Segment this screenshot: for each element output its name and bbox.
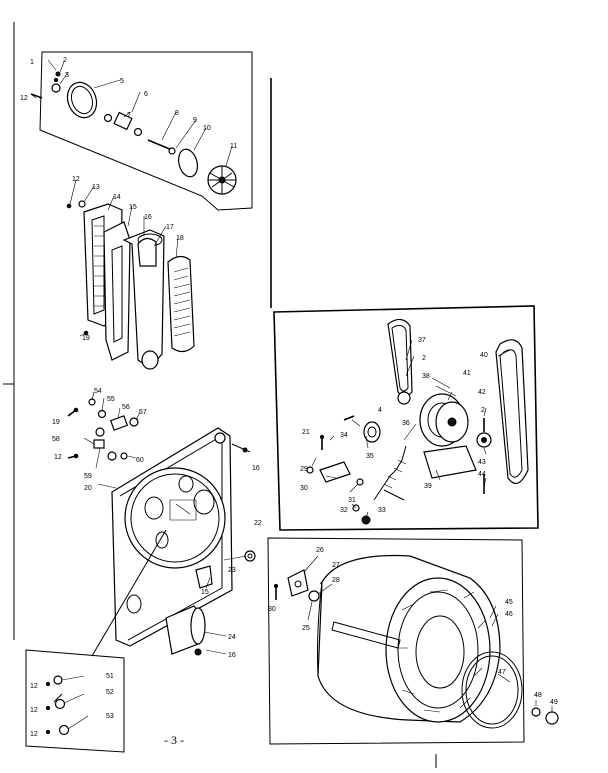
callout-20: 20 — [84, 485, 92, 492]
callout-12d: 12 — [30, 683, 38, 690]
callout-7: 7 — [127, 112, 131, 119]
callout-5: 5 — [120, 78, 124, 85]
callout-4: 4 — [378, 407, 382, 414]
callout-16c: 16 — [228, 652, 236, 659]
callout-29: 29 — [300, 466, 308, 473]
callout-24: 24 — [228, 634, 236, 641]
callout-52: 52 — [106, 689, 114, 696]
page-frame — [3, 22, 437, 768]
callout-26: 26 — [316, 547, 324, 554]
callout-46: 46 — [505, 611, 513, 618]
callout-54: 54 — [94, 388, 102, 395]
idler-pulley-part — [419, 393, 469, 447]
lint-screen-part — [167, 255, 195, 353]
callout-60: 60 — [136, 457, 144, 464]
callout-21: 21 — [302, 429, 310, 436]
lint-duct-part — [103, 221, 131, 361]
blower-assembly-group — [30, 51, 253, 211]
callout-12: 12 — [20, 95, 28, 102]
callout-35: 35 — [366, 453, 374, 460]
callout-37: 37 — [418, 337, 426, 344]
callout-19b: 19 — [52, 419, 60, 426]
belt-assembly-frame — [273, 305, 539, 531]
bulkhead-opening — [124, 467, 226, 569]
callout-30b: 30 — [268, 606, 276, 613]
callout-49: 49 — [550, 699, 558, 706]
callout-41: 41 — [463, 370, 471, 377]
callout-22: 22 — [254, 520, 262, 527]
duct-lint-screen-group — [66, 179, 195, 370]
callout-56: 56 — [122, 404, 130, 411]
callout-18: 18 — [176, 235, 184, 242]
callout-42: 42 — [478, 389, 486, 396]
callout-32: 32 — [340, 507, 348, 514]
drum-assembly-group — [267, 537, 559, 745]
impeller-disk-part — [177, 148, 199, 178]
thermostat-part — [109, 415, 129, 431]
tension-spring-part — [373, 445, 407, 501]
callout-labels: 1 2 3 5 6 7 8 9 10 11 12 12 13 14 15 16 … — [20, 57, 558, 738]
callout-51: 51 — [106, 673, 114, 680]
callout-39: 39 — [424, 483, 432, 490]
callout-17: 17 — [166, 224, 174, 231]
callout-40: 40 — [480, 352, 488, 359]
fuse-inset-frame — [25, 649, 125, 753]
callout-53: 53 — [106, 713, 114, 720]
bearing-part — [51, 83, 61, 93]
callout-45: 45 — [505, 599, 513, 606]
gasket-ring-part — [66, 81, 98, 119]
callout-43: 43 — [478, 459, 486, 466]
callout-59: 59 — [84, 473, 92, 480]
callout-15: 15 — [129, 204, 137, 211]
thermostat-cluster-group — [67, 391, 141, 469]
callout-33: 33 — [378, 507, 386, 514]
callout-12e: 12 — [30, 707, 38, 714]
callout-16: 16 — [144, 214, 152, 221]
callout-48: 48 — [534, 692, 542, 699]
callout-9: 9 — [193, 117, 197, 124]
blower-assembly-frame — [39, 51, 253, 211]
callout-34: 34 — [340, 432, 348, 439]
callout-2: 2 — [63, 57, 67, 64]
callout-55: 55 — [107, 396, 115, 403]
callout-16b: 16 — [252, 465, 260, 472]
callout-12c: 12 — [54, 454, 62, 461]
callout-10: 10 — [203, 125, 211, 132]
callout-57: 57 — [139, 409, 147, 416]
callout-6: 6 — [144, 91, 148, 98]
callout-47: 47 — [498, 669, 506, 676]
fuse-inset-group — [25, 649, 125, 753]
callout-3: 3 — [65, 72, 69, 79]
callout-38: 38 — [422, 373, 430, 380]
callout-15b: 15 — [201, 589, 209, 596]
callout-2c: 2 — [481, 407, 485, 414]
callout-44: 44 — [478, 471, 486, 478]
callout-36: 36 — [402, 420, 410, 427]
front-bulkhead-group — [53, 427, 256, 703]
callout-12b: 12 — [72, 176, 80, 183]
callout-1: 1 — [30, 59, 34, 66]
callout-13: 13 — [92, 184, 100, 191]
page-number: - 3 - — [164, 733, 184, 747]
callout-27: 27 — [332, 562, 340, 569]
idler-belt-part — [495, 339, 529, 485]
callout-23: 23 — [228, 567, 236, 574]
callout-11: 11 — [230, 143, 237, 150]
callout-31: 31 — [348, 497, 356, 504]
callout-2b: 2 — [422, 355, 426, 362]
belt-idler-assembly-group — [273, 305, 539, 531]
callout-30: 30 — [300, 485, 308, 492]
drum-assembly-frame — [267, 537, 525, 745]
callout-58: 58 — [52, 436, 60, 443]
callout-19: 19 — [82, 335, 90, 342]
callout-12f: 12 — [30, 731, 38, 738]
callout-25: 25 — [302, 625, 310, 632]
callout-14: 14 — [113, 194, 121, 201]
callout-8: 8 — [175, 110, 179, 117]
blower-wheel-part — [207, 165, 237, 195]
drum-front-rim — [385, 577, 491, 723]
callout-28: 28 — [332, 577, 340, 584]
drive-motor-part — [165, 605, 206, 656]
